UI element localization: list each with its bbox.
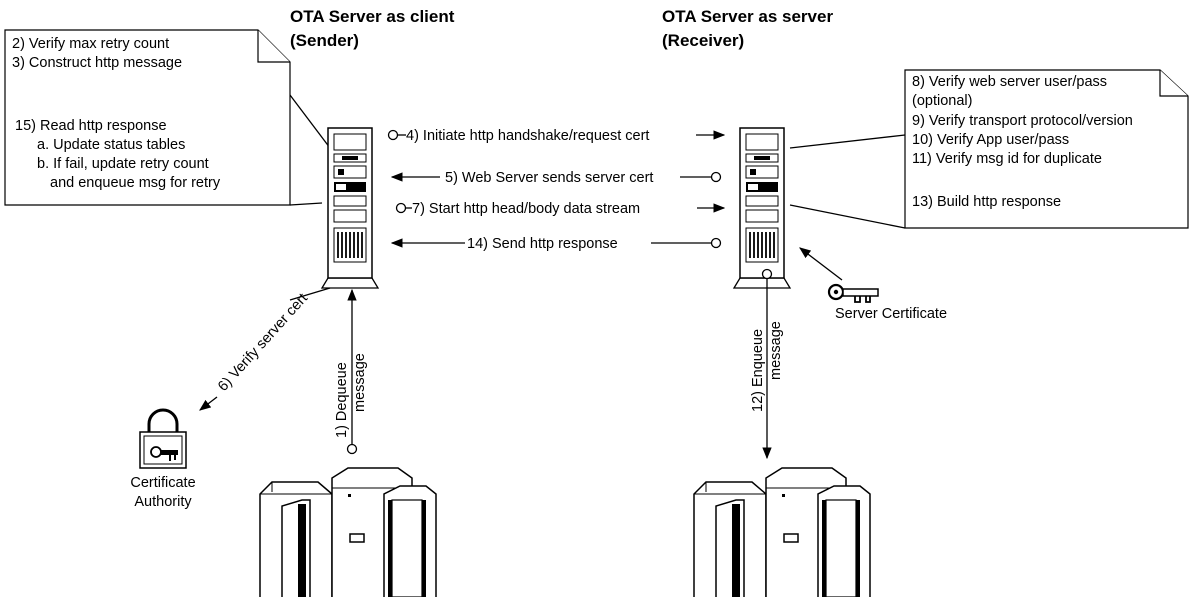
ca-label-line1: Certificate (130, 475, 195, 491)
note-step-2: 2) Verify max retry count (12, 36, 169, 52)
note-step-10: 10) Verify App user/pass (912, 132, 1069, 148)
server-certificate: Server Certificate (799, 247, 947, 322)
message-5-label: 5) Web Server sends server cert (445, 170, 653, 186)
dequeue-label-1: 1) Dequeue (334, 362, 350, 438)
sender-server-icon (320, 127, 380, 289)
note-step-15b-cont: and enqueue msg for retry (50, 175, 221, 191)
receiver-title: OTA Server as server (662, 7, 833, 26)
receiver-server-icon (732, 127, 792, 289)
note-step-3: 3) Construct http message (12, 55, 182, 71)
dequeue-label-2: message (352, 353, 368, 412)
message-5: 5) Web Server sends server cert (390, 170, 722, 186)
enqueue-flow: 12) Enqueue message (750, 268, 784, 460)
message-14-label: 14) Send http response (467, 236, 618, 252)
note-step-15: 15) Read http response (15, 118, 167, 134)
message-4: 4) Initiate http handshake/request cert (387, 128, 726, 144)
message-7-label: 7) Start http head/body data stream (412, 201, 640, 217)
receiver-subtitle: (Receiver) (662, 31, 744, 50)
note-step-15a: a. Update status tables (37, 137, 185, 153)
enqueue-label-2: message (768, 321, 784, 380)
certificate-authority: Certificate Authority (130, 408, 196, 510)
padlock-icon (139, 408, 187, 469)
message-4-label: 4) Initiate http handshake/request cert (406, 128, 649, 144)
receiver-mainframe-icon (693, 467, 871, 597)
sender-title: OTA Server as client (290, 7, 455, 26)
sender-mainframe-icon (259, 467, 437, 597)
sender-subtitle: (Sender) (290, 31, 359, 50)
note-step-11: 11) Verify msg id for duplicate (912, 151, 1102, 167)
server-certificate-label: Server Certificate (835, 306, 947, 322)
note-step-9: 9) Verify transport protocol/version (912, 113, 1133, 129)
enqueue-label-1: 12) Enqueue (750, 329, 766, 412)
ca-label-line2: Authority (134, 494, 192, 510)
note-step-15b: b. If fail, update retry count (37, 156, 209, 172)
receiver-note: 8) Verify web server user/pass (optional… (789, 69, 1189, 229)
dequeue-flow: 1) Dequeue message (334, 288, 368, 455)
message-14: 14) Send http response (390, 236, 722, 252)
sender-note: 2) Verify max retry count 3) Construct h… (4, 29, 331, 206)
note-step-13: 13) Build http response (912, 194, 1061, 210)
note-step-8: 8) Verify web server user/pass (912, 74, 1107, 90)
verify-cert-flow: 6) Verify server cert (199, 287, 331, 411)
key-icon (827, 283, 879, 303)
message-7: 7) Start http head/body data stream (395, 201, 726, 217)
verify-cert-label: 6) Verify server cert (215, 291, 311, 395)
note-step-8-cont: (optional) (912, 93, 972, 109)
